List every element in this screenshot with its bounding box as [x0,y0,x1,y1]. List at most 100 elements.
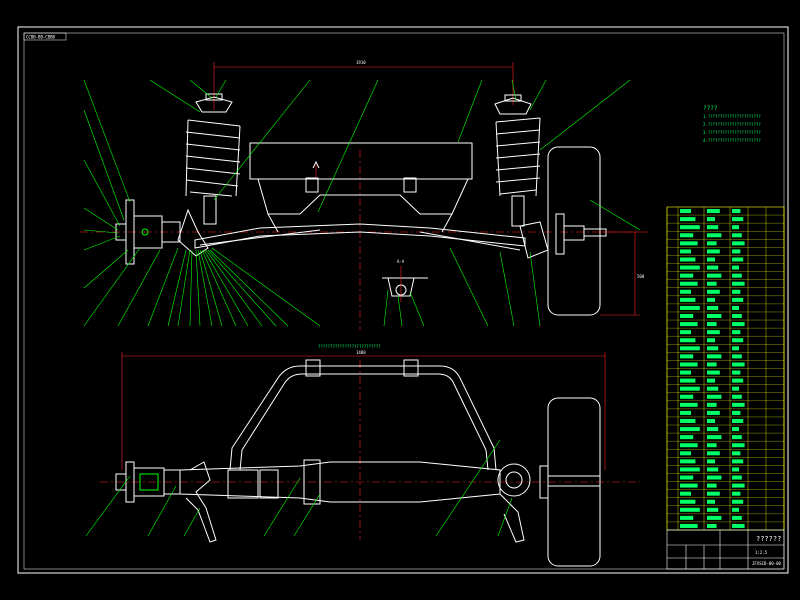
parts-table-cell-text [707,467,719,472]
right-wheel-tire [547,146,601,316]
parts-table-cell-text [732,225,739,230]
parts-table-cell-text [680,297,696,302]
parts-table-cell-text [732,362,745,367]
parts-table-cell-text [732,313,742,319]
parts-table-cell-text [732,507,739,512]
title-block-scale: 1:2.5 [755,550,768,555]
parts-table-cell-text [732,451,741,456]
parts-table-cell-text [707,443,717,448]
parts-table-cell-text [732,523,745,528]
parts-table-cell-text [707,313,722,319]
parts-table-cell-text [707,257,715,262]
parts-table-cell-text [707,410,720,415]
leader-lines-bottom [85,439,513,537]
parts-table-cell-text [732,515,742,520]
parts-table-cell-text [680,209,691,214]
bottom-span-dimension [121,352,606,470]
title-block [666,529,785,570]
mid-caption: ?????????????????????????? [318,344,381,349]
parts-table-cell-text [680,459,696,464]
parts-table-cell-text [680,467,700,472]
parts-table-cell-text [680,289,691,294]
parts-table-cell-text [707,491,720,496]
parts-table-cell-text [732,402,745,407]
parts-table-cell-text [707,241,717,246]
parts-table-cell-text [680,265,700,270]
parts-table-cell-text [732,443,745,448]
parts-table-cell-text [732,338,744,343]
parts-table-cell-text [732,370,741,375]
parts-table-cell-text [707,394,722,399]
parts-table-cell-text [707,451,720,456]
parts-table-cell-text [732,249,741,254]
parts-table-cell-text [707,523,717,528]
parts-table-cell-text [732,435,742,440]
right-hub-plan [497,463,601,543]
parts-table-cell-text [732,483,745,488]
parts-table-cell-text [707,209,720,214]
parts-table-cell-text [732,354,742,359]
title-tab: CCBB-BB-CBBB [23,32,67,41]
left-hub-plan [115,461,217,543]
parts-table-cell-text [732,418,744,424]
title-block-name: ?????? [756,535,781,543]
parts-table-cell-text [707,427,719,432]
stabilizer-mount-right [403,359,419,377]
parts-table-cell-text [707,475,722,480]
notes-line-4: 4.?????????????????????? [703,138,761,143]
parts-table-cell-text [680,483,698,488]
parts-table-cell-text [680,427,700,432]
parts-table-cell-text [680,257,696,262]
parts-table-cell-text [707,483,717,488]
parts-table-cell-text [707,346,719,351]
parts-table-cell-text [732,394,742,399]
parts-table-cell-text [732,289,741,294]
parts-table-cell-text [707,459,715,464]
parts-table-cell-text [680,305,700,310]
parts-table-cell-text [707,370,720,375]
parts-table-cell-text [707,225,719,230]
parts-table-cell-text [680,435,694,440]
parts-table-cell-text [680,338,696,343]
parts-table-cell-text [732,322,745,327]
notes-line-2: 2.?????????????????????? [703,122,761,127]
parts-table-cell-text [680,354,694,359]
parts-table-cell-text [680,378,696,383]
parts-table-cell-text [732,265,739,270]
parts-table-cell-text [680,491,691,496]
parts-table-cell-text [680,394,694,399]
parts-table-cell-text [680,499,696,504]
left-wheel-hub [115,199,181,265]
parts-table-cell-text [680,346,700,351]
parts-table-cell-text [732,330,741,335]
leader-lines-top [83,79,641,327]
parts-table-cell-text [707,233,722,238]
section-label: A-A [397,259,405,264]
sheet-outer-frame [17,26,789,574]
parts-table-cell-text [707,515,722,520]
parts-table-cell-text [732,281,745,286]
parts-table-cell-text [732,475,742,480]
title-tab-text: CCBB-BB-CBBB [26,35,55,40]
parts-table-cell-text [732,233,742,238]
parts-table-cell-text [680,386,700,391]
parts-table-cell-text [707,330,720,335]
parts-table-cell-text [732,459,744,464]
parts-table-cell-text [707,273,722,278]
parts-table-cell-text [680,410,691,415]
parts-table-cell-text [707,435,722,440]
parts-table-cell-text [732,499,744,504]
parts-table-cell-text [680,451,691,456]
parts-table-cell-text [707,378,715,383]
parts-table-cell-text [680,330,691,335]
clamp [303,459,321,505]
parts-table-cell-text [707,305,719,310]
parts-table-cell-text [707,354,722,359]
parts-table-cell-text [707,322,717,327]
plan-view: 1480 [85,350,640,567]
parts-table-cell-text [680,313,694,319]
front-elevation-view: 1910 [80,60,650,330]
parts-list-table [666,206,785,531]
stabilizer-bar-inner [239,373,489,471]
parts-table-cell-text [732,305,739,310]
